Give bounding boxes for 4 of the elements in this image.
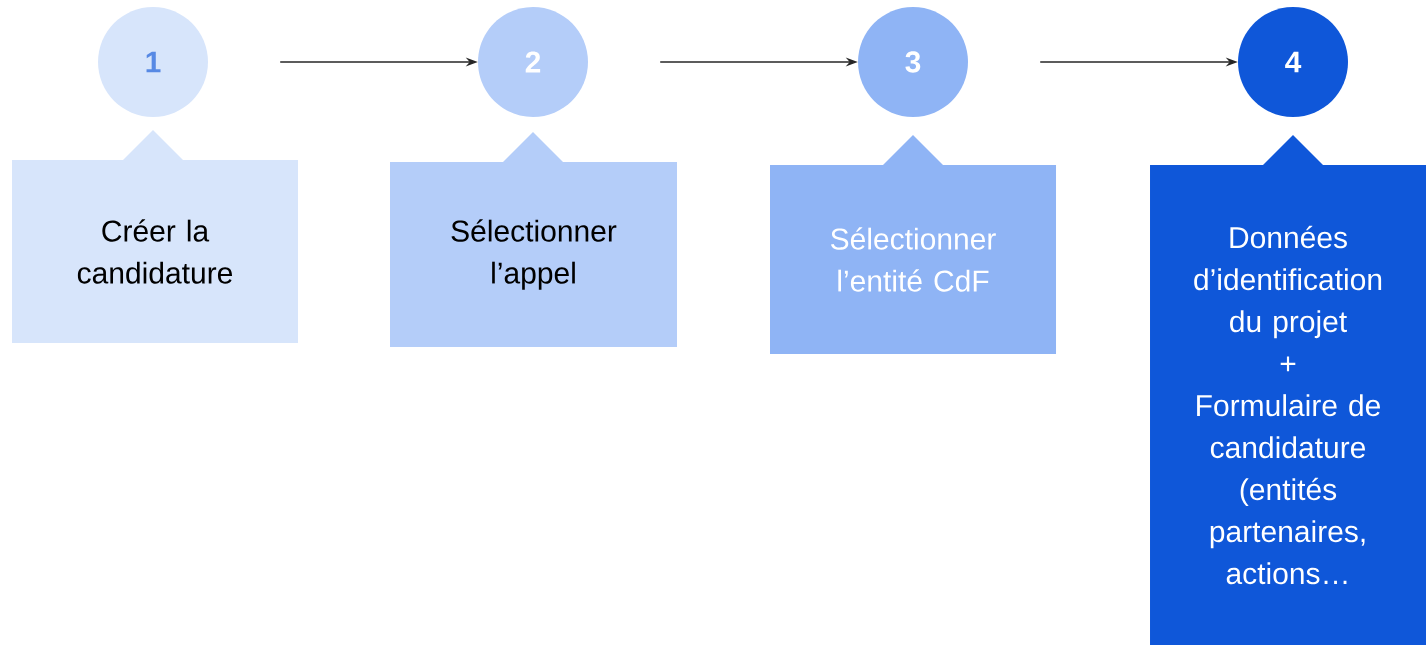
callout-box: Créer la candidature (12, 130, 298, 343)
callout-box: Données d’identification du projet + Formulaire de candidature (entités partenaires, actions… (1150, 135, 1426, 645)
callout-box: Sélectionner l’entité CdF (770, 135, 1056, 354)
callout-box: Sélectionner l’appel (390, 132, 677, 347)
